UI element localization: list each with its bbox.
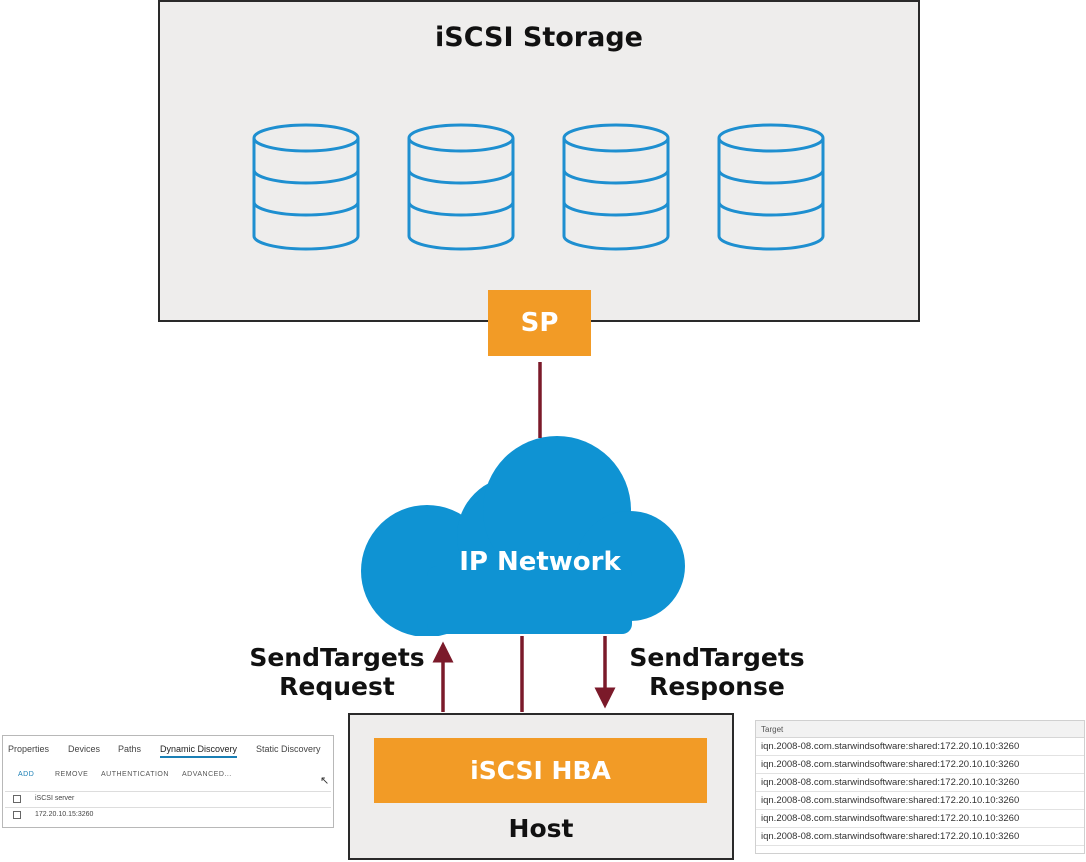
tab-properties[interactable]: Properties <box>8 744 50 754</box>
column-header-iscsi-server: iSCSI server <box>35 795 75 802</box>
table-header: iSCSI server <box>5 791 331 808</box>
database-icon <box>715 122 827 252</box>
dynamic-discovery-panel: Properties Devices Paths Dynamic Discove… <box>2 735 334 828</box>
tab-paths[interactable]: Paths <box>118 744 142 754</box>
select-all-checkbox[interactable] <box>13 795 21 803</box>
tab-bar: Properties Devices Paths Dynamic Discove… <box>3 744 333 760</box>
host-label: Host <box>508 814 574 843</box>
cloud-icon <box>352 436 692 637</box>
iscsi-storage-box <box>158 0 920 322</box>
advanced-button[interactable]: ADVANCED... <box>182 771 232 778</box>
table-row[interactable]: iqn.2008-08.com.starwindsoftware:shared:… <box>756 738 1084 756</box>
remove-button[interactable]: REMOVE <box>55 771 89 778</box>
ip-network-label: IP Network <box>459 547 621 577</box>
authentication-button[interactable]: AUTHENTICATION <box>101 771 169 778</box>
table-row[interactable]: iqn.2008-08.com.starwindsoftware:shared:… <box>756 756 1084 774</box>
iscsi-server-address: 172.20.10.15:3260 <box>35 811 94 818</box>
sendtargets-request-label: SendTargets Request <box>249 643 425 701</box>
row-checkbox[interactable] <box>13 811 21 819</box>
table-row[interactable]: iqn.2008-08.com.starwindsoftware:shared:… <box>756 774 1084 792</box>
table-row[interactable]: iqn.2008-08.com.starwindsoftware:shared:… <box>756 792 1084 810</box>
table-row[interactable]: iqn.2008-08.com.starwindsoftware:shared:… <box>756 828 1084 846</box>
mouse-pointer-icon: ↖ <box>320 775 330 787</box>
database-icon <box>405 122 517 252</box>
column-header-target: Target <box>756 721 1084 738</box>
table-row[interactable]: iqn.2008-08.com.starwindsoftware:shared:… <box>756 810 1084 828</box>
targets-panel: Target iqn.2008-08.com.starwindsoftware:… <box>755 720 1085 854</box>
storage-title: iSCSI Storage <box>435 22 643 53</box>
table-row[interactable]: 172.20.10.15:3260 <box>5 807 331 824</box>
database-icon <box>560 122 672 252</box>
iscsi-hba-box: iSCSI HBA <box>374 738 707 803</box>
tab-devices[interactable]: Devices <box>68 744 101 754</box>
add-button[interactable]: ADD <box>18 771 35 778</box>
database-icon <box>250 122 362 252</box>
tab-dynamic-discovery[interactable]: Dynamic Discovery <box>160 744 238 758</box>
tab-static-discovery[interactable]: Static Discovery <box>256 744 321 754</box>
storage-processor-box: SP <box>488 290 591 356</box>
sendtargets-response-label: SendTargets Response <box>629 643 805 701</box>
